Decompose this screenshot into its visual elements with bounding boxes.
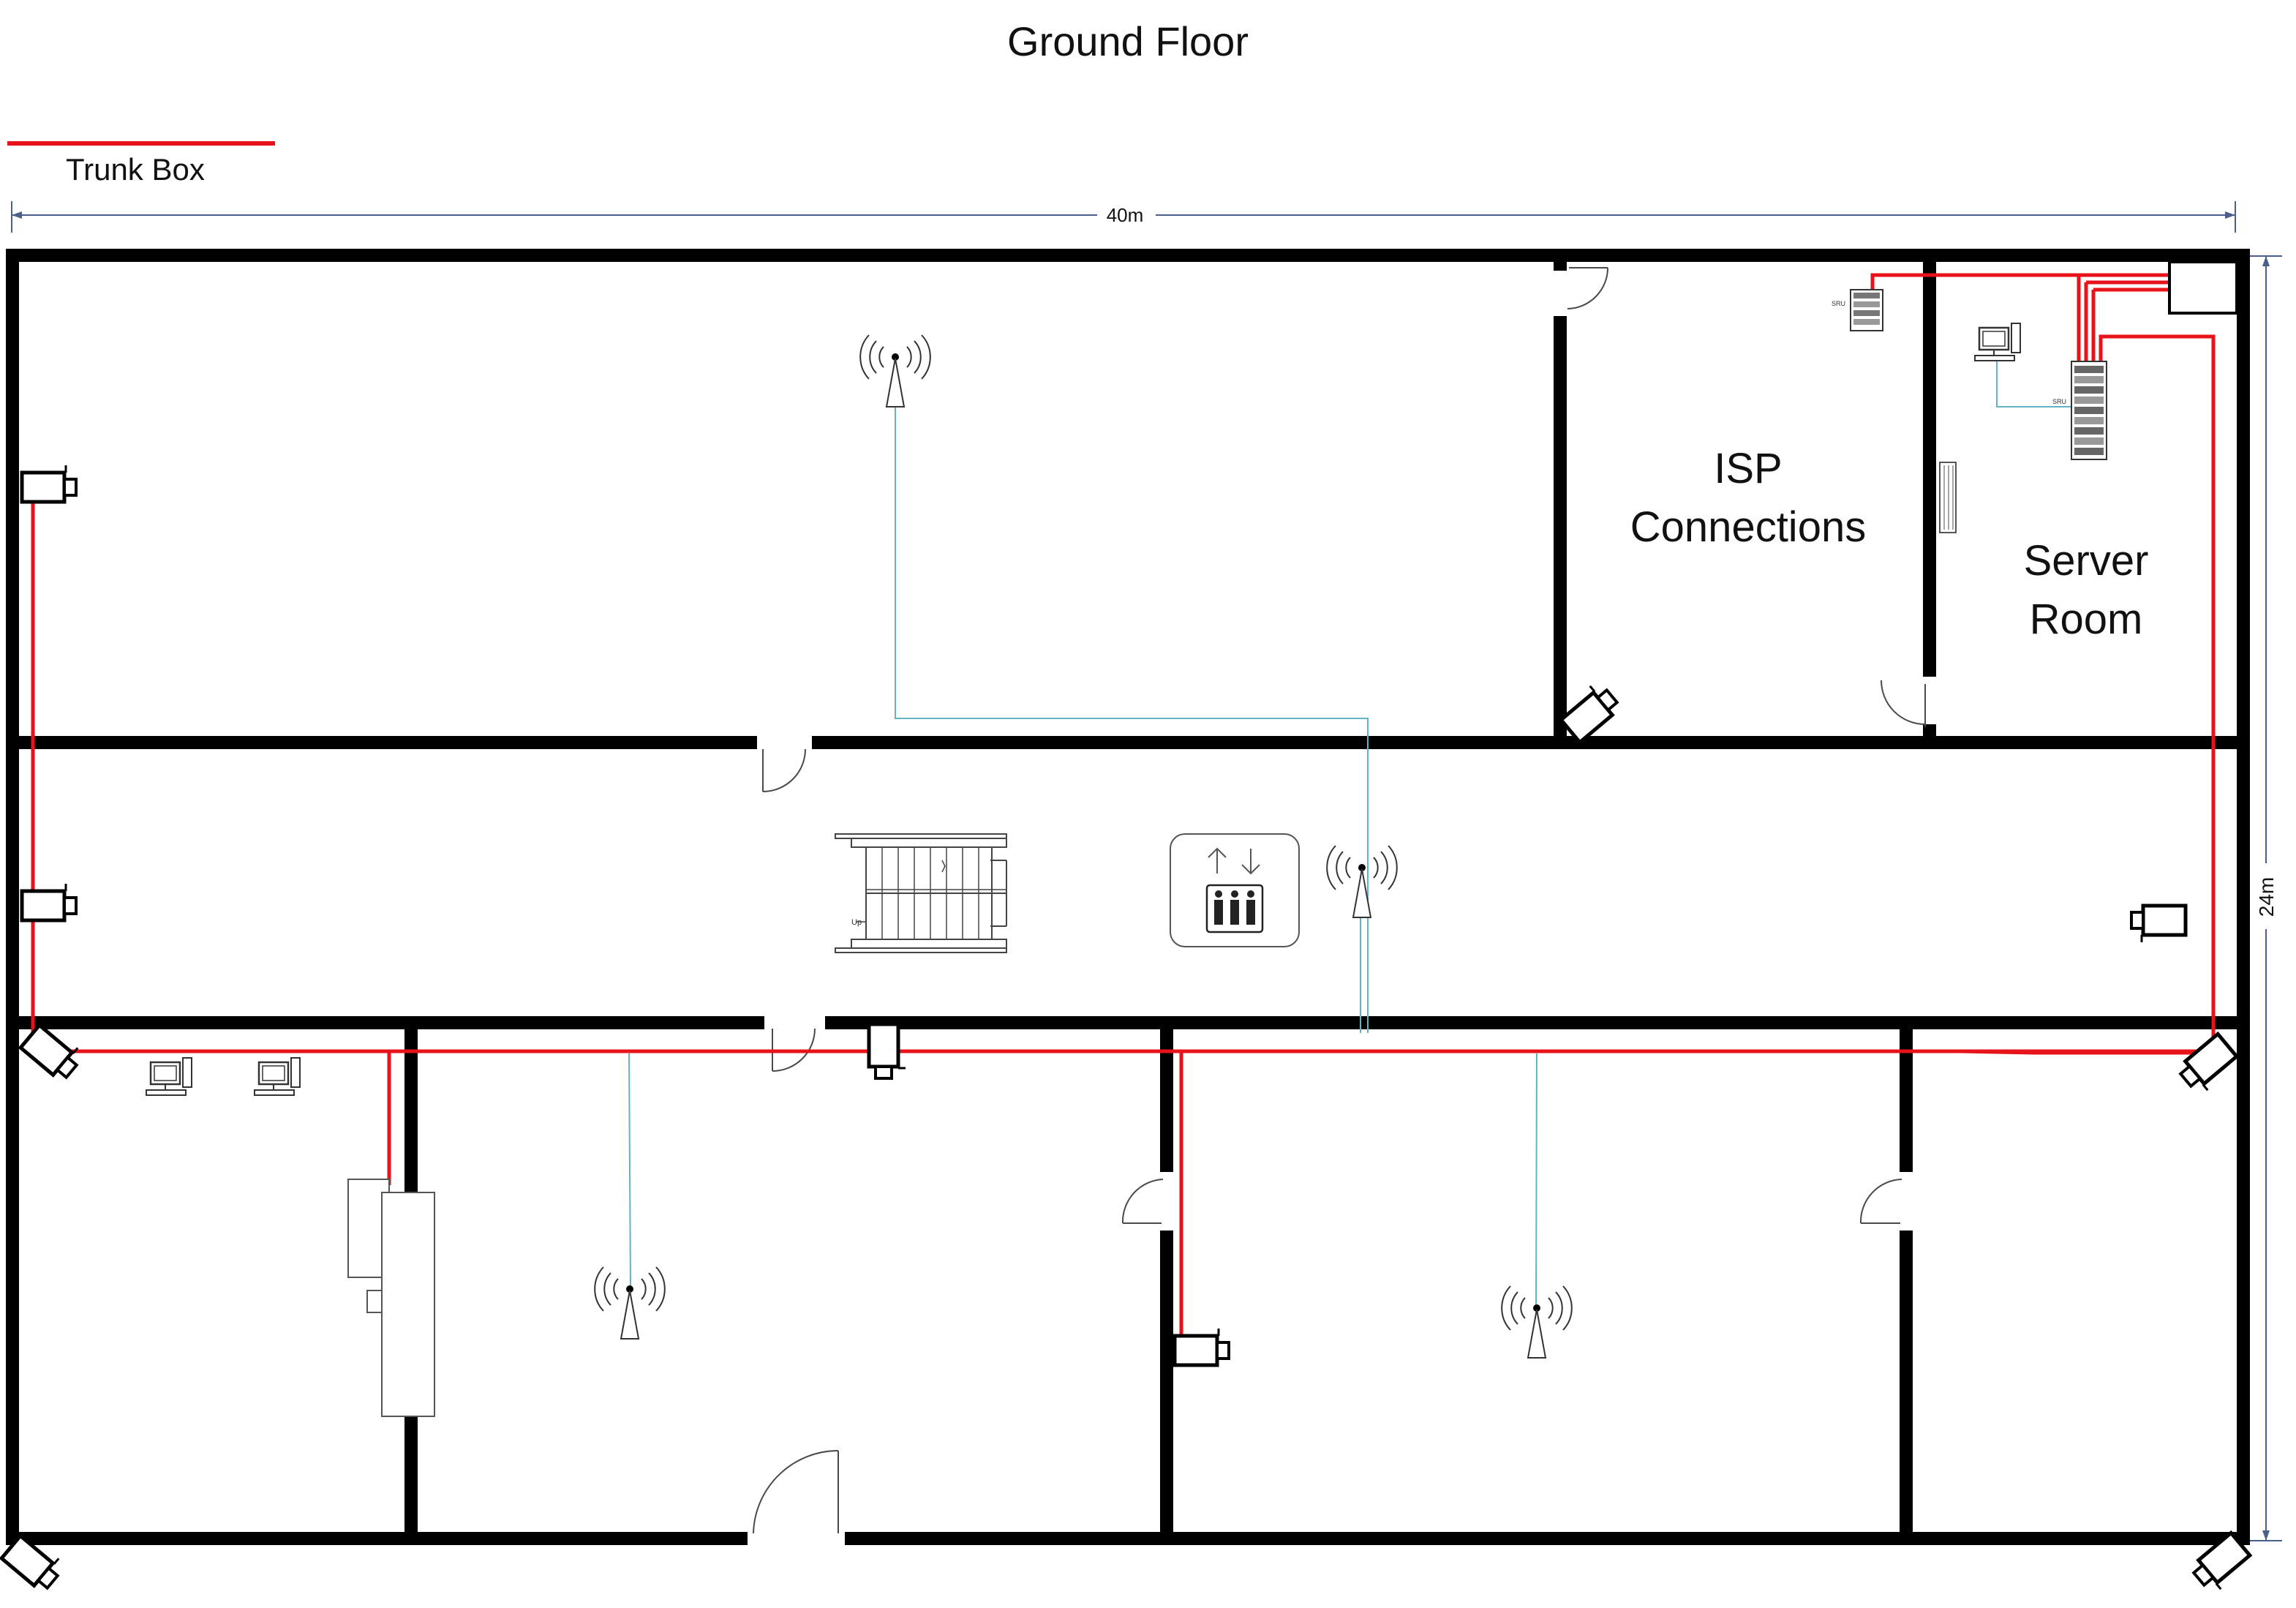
door-swing-icon	[1121, 1179, 1164, 1224]
page-title: Ground Floor	[1007, 18, 1249, 64]
cctv-camera-icon	[22, 884, 76, 920]
door-swing-icon	[1567, 267, 1608, 309]
stairs-up-label: Up	[851, 918, 862, 927]
door-swing-icon	[762, 748, 806, 792]
wall-panel	[1939, 462, 1957, 533]
door-swings	[753, 267, 1926, 1534]
cameras	[1, 465, 2254, 1596]
cctv-camera-icon	[1175, 1329, 1229, 1365]
trunk-junction-box	[2168, 260, 2238, 315]
isp-room-label-line2: Connections	[1630, 503, 1866, 551]
wifi-access-point-icon	[1326, 845, 1398, 918]
server-rack-icon: SRU	[2052, 361, 2107, 460]
rack-tag: SRU	[2052, 398, 2066, 405]
access-points	[594, 334, 1573, 1359]
rack-tag: SRU	[1832, 300, 1845, 307]
isp-room-label-line1: ISP	[1714, 445, 1783, 492]
legend-trunk-label: Trunk Box	[66, 152, 205, 187]
width-label: 40m	[1107, 204, 1144, 226]
data-cables	[628, 358, 2074, 1310]
legend: Trunk Box	[7, 141, 275, 187]
walls	[6, 249, 2250, 1545]
reception-desk	[347, 1179, 435, 1417]
elevator-icon	[1170, 833, 1300, 947]
trunk-cables	[31, 273, 2216, 1340]
desktop-computer-icon	[1973, 322, 2022, 362]
door-swing-icon	[1859, 1179, 1902, 1224]
height-dimension: 24m	[2250, 255, 2282, 1541]
height-label: 24m	[2255, 877, 2278, 917]
door-swing-icon	[753, 1450, 839, 1534]
desktop-computer-icon	[145, 1056, 193, 1097]
desktop-computer-icon	[253, 1056, 301, 1097]
stairs-icon: Up	[835, 833, 1007, 953]
wifi-access-point-icon	[859, 334, 931, 407]
cctv-camera-icon	[2131, 906, 2186, 942]
cctv-camera-icon	[869, 1024, 906, 1078]
width-dimension: 40m	[11, 201, 2236, 233]
cctv-camera-icon	[22, 465, 76, 502]
door-swing-icon	[1881, 680, 1926, 727]
room-labels: ISP Connections Server Room	[1630, 445, 2149, 643]
server-room-label-line1: Server	[2024, 537, 2149, 585]
cctv-camera-icon	[2176, 1034, 2241, 1097]
server-rack-icon: SRU	[1832, 289, 1883, 331]
server-room-label-line2: Room	[2030, 596, 2143, 643]
